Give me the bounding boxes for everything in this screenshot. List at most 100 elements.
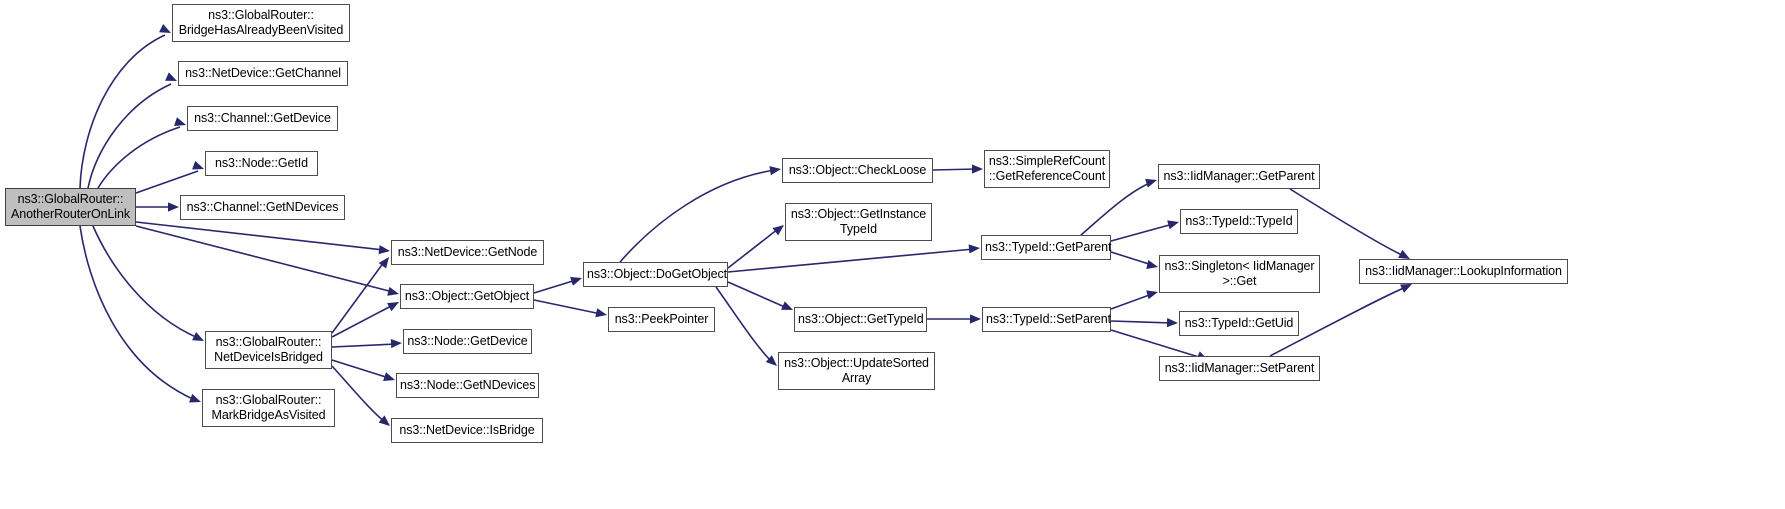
graph-node-label: ns3::Channel::GetDevice: [194, 111, 331, 125]
graph-node[interactable]: ns3::NetDevice::GetNode: [391, 240, 544, 265]
graph-node-label: ns3::TypeId::TypeId: [1185, 214, 1293, 228]
graph-node-label: ns3::Object::UpdateSorted Array: [784, 356, 929, 385]
graph-edge: [727, 281, 788, 309]
graph-node-label: ns3::PeekPointer: [614, 312, 709, 326]
graph-edge: [331, 343, 397, 348]
graph-edge: [1110, 320, 1173, 324]
graph-edge-arrowhead: [378, 245, 390, 255]
graph-edge: [619, 169, 776, 263]
graph-edge: [97, 126, 181, 189]
graph-edge: [533, 299, 602, 315]
graph-node[interactable]: ns3::Node::GetNDevices: [396, 373, 539, 398]
graph-node-label: ns3::Singleton< IidManager >::Get: [1164, 259, 1315, 288]
graph-edge: [331, 359, 390, 379]
graph-edge: [79, 225, 196, 401]
graph-edge-arrowhead: [769, 166, 781, 176]
graph-edge-arrowhead: [383, 372, 395, 381]
graph-edge-arrowhead: [387, 286, 399, 296]
graph-node-label: ns3::GlobalRouter:: MarkBridgeAsVisited: [211, 393, 326, 422]
graph-node-label: ns3::Object::GetInstance TypeId: [790, 207, 927, 236]
graph-node-label: ns3::Object::GetObject: [404, 289, 530, 303]
graph-edge-arrowhead: [390, 338, 402, 349]
graph-edge-arrowhead: [192, 332, 204, 341]
graph-edge: [932, 168, 978, 171]
graph-edge-arrowhead: [1145, 178, 1157, 188]
graph-node[interactable]: ns3::Channel::GetDevice: [187, 106, 338, 131]
graph-edge-arrowhead: [968, 244, 980, 254]
graph-edge: [135, 170, 199, 194]
graph-node-label: ns3::Object::DoGetObject: [587, 267, 728, 281]
graph-node[interactable]: ns3::GlobalRouter:: BridgeHasAlreadyBeen…: [172, 4, 350, 42]
graph-edge-arrowhead: [970, 314, 981, 324]
graph-node[interactable]: ns3::Object::GetInstance TypeId: [785, 203, 932, 241]
graph-edge-arrowhead: [972, 164, 983, 174]
graph-edge-arrowhead: [1146, 290, 1158, 300]
graph-node-label: ns3::Node::GetId: [215, 156, 308, 170]
graph-node[interactable]: ns3::Node::GetDevice: [403, 329, 532, 354]
graph-node[interactable]: ns3::TypeId::GetUid: [1179, 311, 1299, 336]
graph-node-label: ns3::IidManager::SetParent: [1164, 361, 1315, 375]
graph-edge: [79, 34, 166, 189]
graph-node[interactable]: ns3::GlobalRouter:: MarkBridgeAsVisited: [202, 389, 335, 427]
graph-node-label: ns3::SimpleRefCount ::GetReferenceCount: [988, 154, 1106, 183]
graph-node-label: ns3::GlobalRouter:: NetDeviceIsBridged: [214, 335, 323, 364]
graph-edge: [87, 83, 172, 189]
graph-edge: [1110, 251, 1153, 266]
graph-node-label: ns3::Channel::GetNDevices: [186, 200, 339, 214]
graph-node-label: ns3::Object::CheckLoose: [788, 163, 927, 177]
graph-node[interactable]: ns3::Object::UpdateSorted Array: [778, 352, 935, 390]
graph-node[interactable]: ns3::Object::GetObject: [400, 284, 534, 309]
graph-edge: [92, 225, 199, 339]
graph-edge: [135, 225, 394, 293]
graph-edge-arrowhead: [1167, 220, 1179, 230]
graph-node-label: ns3::Object::GetTypeId: [798, 312, 924, 326]
graph-node[interactable]: ns3::GlobalRouter:: NetDeviceIsBridged: [205, 331, 332, 369]
graph-edge-arrowhead: [781, 301, 793, 310]
graph-node-label: ns3::IidManager::GetParent: [1163, 169, 1315, 183]
graph-node[interactable]: ns3::SimpleRefCount ::GetReferenceCount: [984, 150, 1110, 188]
graph-edge: [715, 286, 773, 363]
graph-node[interactable]: ns3::NetDevice::IsBridge: [391, 418, 543, 443]
graph-edge-arrowhead: [174, 117, 186, 126]
graph-node[interactable]: ns3::Object::GetTypeId: [794, 307, 927, 332]
graph-node[interactable]: ns3::TypeId::GetParent: [981, 235, 1111, 260]
graph-edge: [1110, 223, 1174, 242]
graph-node-label: ns3::NetDevice::GetNode: [397, 245, 538, 259]
graph-edge: [331, 365, 386, 423]
graph-edge-arrowhead: [192, 160, 204, 170]
graph-node[interactable]: ns3::PeekPointer: [608, 307, 715, 332]
graph-node[interactable]: ns3::IidManager::GetParent: [1158, 164, 1320, 189]
graph-node[interactable]: ns3::Node::GetId: [205, 151, 318, 176]
graph-node[interactable]: ns3::IidManager::LookupInformation: [1359, 259, 1568, 284]
graph-node[interactable]: ns3::Object::DoGetObject: [583, 262, 728, 287]
graph-node-label: ns3::NetDevice::IsBridge: [399, 423, 535, 437]
graph-node[interactable]: ns3::Object::CheckLoose: [782, 158, 933, 183]
graph-edge-arrowhead: [1146, 260, 1158, 270]
graph-edge-arrowhead: [165, 72, 177, 81]
graph-node-label: ns3::TypeId::SetParent: [986, 312, 1111, 326]
graph-edge-arrowhead: [595, 308, 607, 318]
graph-node-label: ns3::TypeId::GetParent: [985, 240, 1112, 254]
graph-node[interactable]: ns3::NetDevice::GetChannel: [178, 61, 348, 86]
graph-edge-arrowhead: [1166, 318, 1178, 328]
graph-node-label: ns3::NetDevice::GetChannel: [185, 66, 341, 80]
graph-edge-arrowhead: [168, 202, 179, 212]
graph-node[interactable]: ns3::TypeId::TypeId: [1180, 209, 1298, 234]
graph-edge-arrowhead: [159, 24, 171, 33]
graph-node-label: ns3::IidManager::LookupInformation: [1365, 264, 1562, 278]
graph-edge: [135, 221, 385, 251]
graph-node[interactable]: ns3::IidManager::SetParent: [1159, 356, 1320, 381]
graph-edge-arrowhead: [570, 277, 582, 286]
graph-node[interactable]: ns3::Singleton< IidManager >::Get: [1159, 255, 1320, 293]
graph-node[interactable]: ns3::Channel::GetNDevices: [180, 195, 345, 220]
graph-edge: [1080, 181, 1153, 236]
graph-node-label: ns3::Node::GetDevice: [407, 334, 528, 348]
graph-node-label: ns3::GlobalRouter:: BridgeHasAlreadyBeen…: [178, 8, 344, 37]
graph-node-label: ns3::Node::GetNDevices: [400, 378, 536, 392]
graph-node[interactable]: ns3::TypeId::SetParent: [982, 307, 1111, 332]
graph-edge: [727, 228, 779, 269]
graph-node-root[interactable]: ns3::GlobalRouter:: AnotherRouterOnLink: [5, 188, 136, 226]
graph-edge: [331, 304, 394, 338]
graph-edge: [727, 248, 975, 273]
